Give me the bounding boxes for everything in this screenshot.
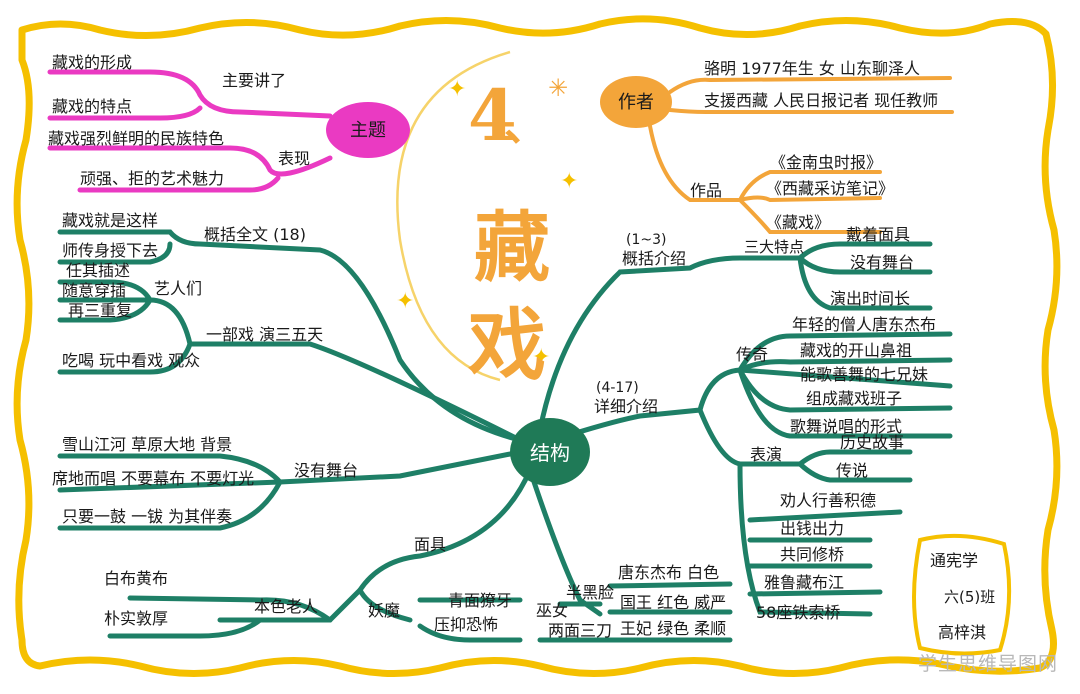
author-works-label: 作品 <box>690 181 722 200</box>
center-node <box>510 418 590 486</box>
artists-label: 艺人们 <box>154 279 202 298</box>
page-title-char: 、 <box>504 100 548 151</box>
feature-item: 演出时间长 <box>830 289 910 308</box>
old-label: 本色老人 <box>254 597 318 616</box>
intro-label: 概括介绍 <box>622 249 686 268</box>
legend-label: 传奇 <box>736 345 768 364</box>
star-icon: ✦ <box>396 289 414 314</box>
yibu-label: 一部戏 演三五天 <box>206 325 323 344</box>
frame-border <box>13 15 1061 678</box>
center-label: 结构 <box>530 441 570 465</box>
author-work: 《金南虫时报》 <box>770 153 882 172</box>
artists-item: 随意穿插 <box>62 281 126 300</box>
fairy-item: 半黑脸 <box>566 583 614 602</box>
eat-item: 吃喝 玩中看戏 观众 <box>62 351 200 370</box>
legend-item: 歌舞说唱的形式 <box>790 417 902 436</box>
author-branch <box>648 76 954 234</box>
author-line1: 骆明 1977年生 女 山东聊泽人 <box>704 59 920 78</box>
demon-item: 压抑恐怖 <box>434 615 498 634</box>
theme-item: 藏戏的形成 <box>52 53 132 72</box>
overview-item: 师传身授下去 <box>62 241 158 260</box>
legend-item: 年轻的僧人唐东杰布 <box>792 315 936 334</box>
theme-item: 顽强、拒的艺术魅力 <box>80 169 224 188</box>
bridge-item: 劝人行善积德 <box>780 491 876 510</box>
legend-item: 能歌善舞的七兄妹 <box>800 365 928 384</box>
legend-item: 组成藏戏班子 <box>806 389 902 408</box>
theme-node <box>326 102 410 158</box>
stage-item: 只要一鼓 一钹 为其伴奏 <box>62 507 232 526</box>
feature-item: 戴着面具 <box>846 225 910 244</box>
stage-item: 席地而唱 不要幕布 不要灯光 <box>52 469 254 488</box>
theme-branch <box>47 69 333 193</box>
author-work: 《藏戏》 <box>766 213 830 232</box>
old-item: 白布黄布 <box>104 569 168 588</box>
watermark: 学生思维导图网 <box>917 653 1058 675</box>
school-box <box>912 533 1012 656</box>
author-work: 《西藏采访笔记》 <box>766 179 894 198</box>
fairy-label: 巫女 <box>536 601 568 620</box>
school-name: 通宪学 <box>930 551 978 570</box>
perform-item: 传说 <box>836 461 868 480</box>
star-icon: ✦ <box>448 77 466 102</box>
features-label: 三大特点 <box>744 238 804 256</box>
stage-label: 没有舞台 <box>294 461 358 480</box>
page-title-char: 藏 <box>474 203 550 292</box>
mask-label: 面具 <box>414 535 446 554</box>
tang-item: 国王 红色 威严 <box>620 593 726 612</box>
feature-item: 没有舞台 <box>850 253 914 272</box>
demon-label: 妖魔 <box>368 601 400 620</box>
school-class: 六(5)班 <box>944 588 995 606</box>
artists-item: 再三重复 <box>68 301 132 320</box>
overview-label: 概括全文 (18) <box>204 225 306 244</box>
demon-item: 青面獠牙 <box>448 591 512 610</box>
author-node <box>600 76 672 128</box>
bridge-item: 出钱出力 <box>780 519 844 538</box>
sparkle-icon: ✳ <box>548 74 568 102</box>
star-icon: ✦ <box>560 169 578 194</box>
perform-label: 表演 <box>750 445 782 464</box>
perform-item: 历史故事 <box>840 433 904 452</box>
bridge-item: 58座铁索桥 <box>756 603 840 622</box>
theme-sub-main: 主要讲了 <box>222 71 286 90</box>
theme-item: 藏戏强烈鲜明的民族特色 <box>48 129 224 148</box>
star-icon: ✦ <box>532 345 550 370</box>
detail-range: (4-17) <box>596 380 639 396</box>
page-title-char: 戏 <box>468 300 546 391</box>
old-item: 朴实敦厚 <box>104 609 168 628</box>
school-student: 高梓淇 <box>938 623 986 642</box>
artists-item: 任其插述 <box>66 261 130 280</box>
author-line2: 支援西藏 人民日报记者 现任教师 <box>704 91 938 110</box>
theme-label: 主题 <box>350 120 386 141</box>
stage-item: 雪山江河 草原大地 背景 <box>62 435 232 454</box>
theme-item: 藏戏的特点 <box>52 97 132 116</box>
structure-branches <box>57 229 953 643</box>
page-title-char: 4 <box>468 74 517 157</box>
tang-item: 唐东杰布 白色 <box>618 563 719 582</box>
detail-label: 详细介绍 <box>594 397 658 416</box>
title-arc <box>396 50 511 382</box>
intro-range: (1~3) <box>626 232 666 248</box>
fairy-item: 两面三刀 <box>548 621 612 640</box>
bridge-item: 雅鲁藏布江 <box>764 573 844 592</box>
bridge-item: 共同修桥 <box>780 545 844 564</box>
legend-item: 藏戏的开山鼻祖 <box>800 341 912 360</box>
theme-sub-show: 表现 <box>278 149 310 168</box>
author-label: 作者 <box>618 92 654 113</box>
tang-item: 王妃 绿色 柔顺 <box>620 619 726 638</box>
overview-item: 藏戏就是这样 <box>62 211 158 230</box>
